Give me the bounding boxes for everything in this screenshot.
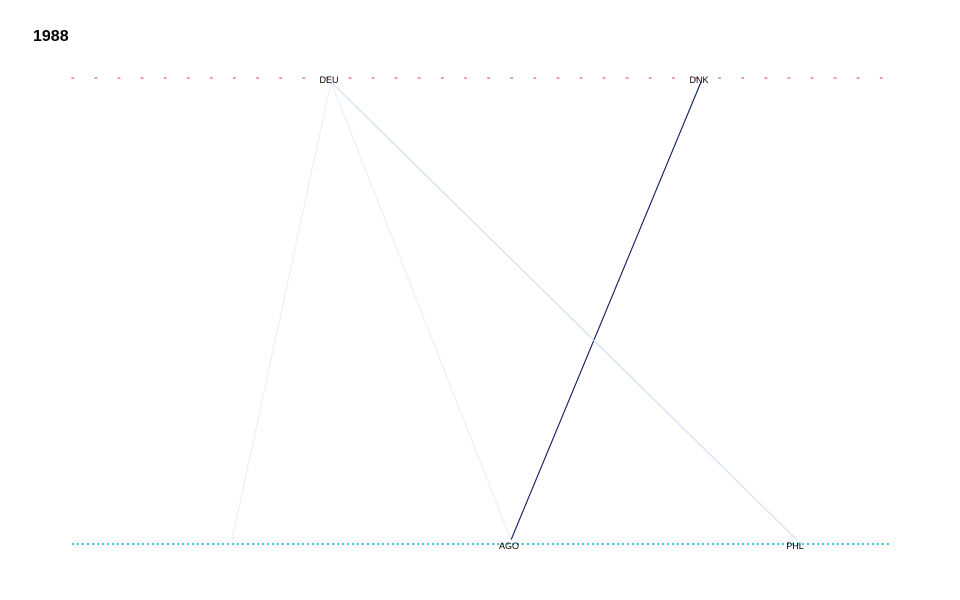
- link-dnk-ago: [510, 81, 702, 541]
- chart-title: 1988: [33, 28, 69, 45]
- node-label-deu: DEU: [319, 75, 338, 85]
- node-label-dnk: DNK: [689, 75, 708, 85]
- links-layer: [231, 81, 798, 541]
- link-deu-ago: [330, 81, 512, 541]
- node-label-ago: AGO: [499, 541, 519, 551]
- link-deu-unlabeled: [231, 81, 332, 541]
- link-deu-phl: [330, 81, 798, 541]
- node-label-phl: PHL: [786, 541, 804, 551]
- labels-layer: DEU DNK AGO PHL: [319, 75, 803, 551]
